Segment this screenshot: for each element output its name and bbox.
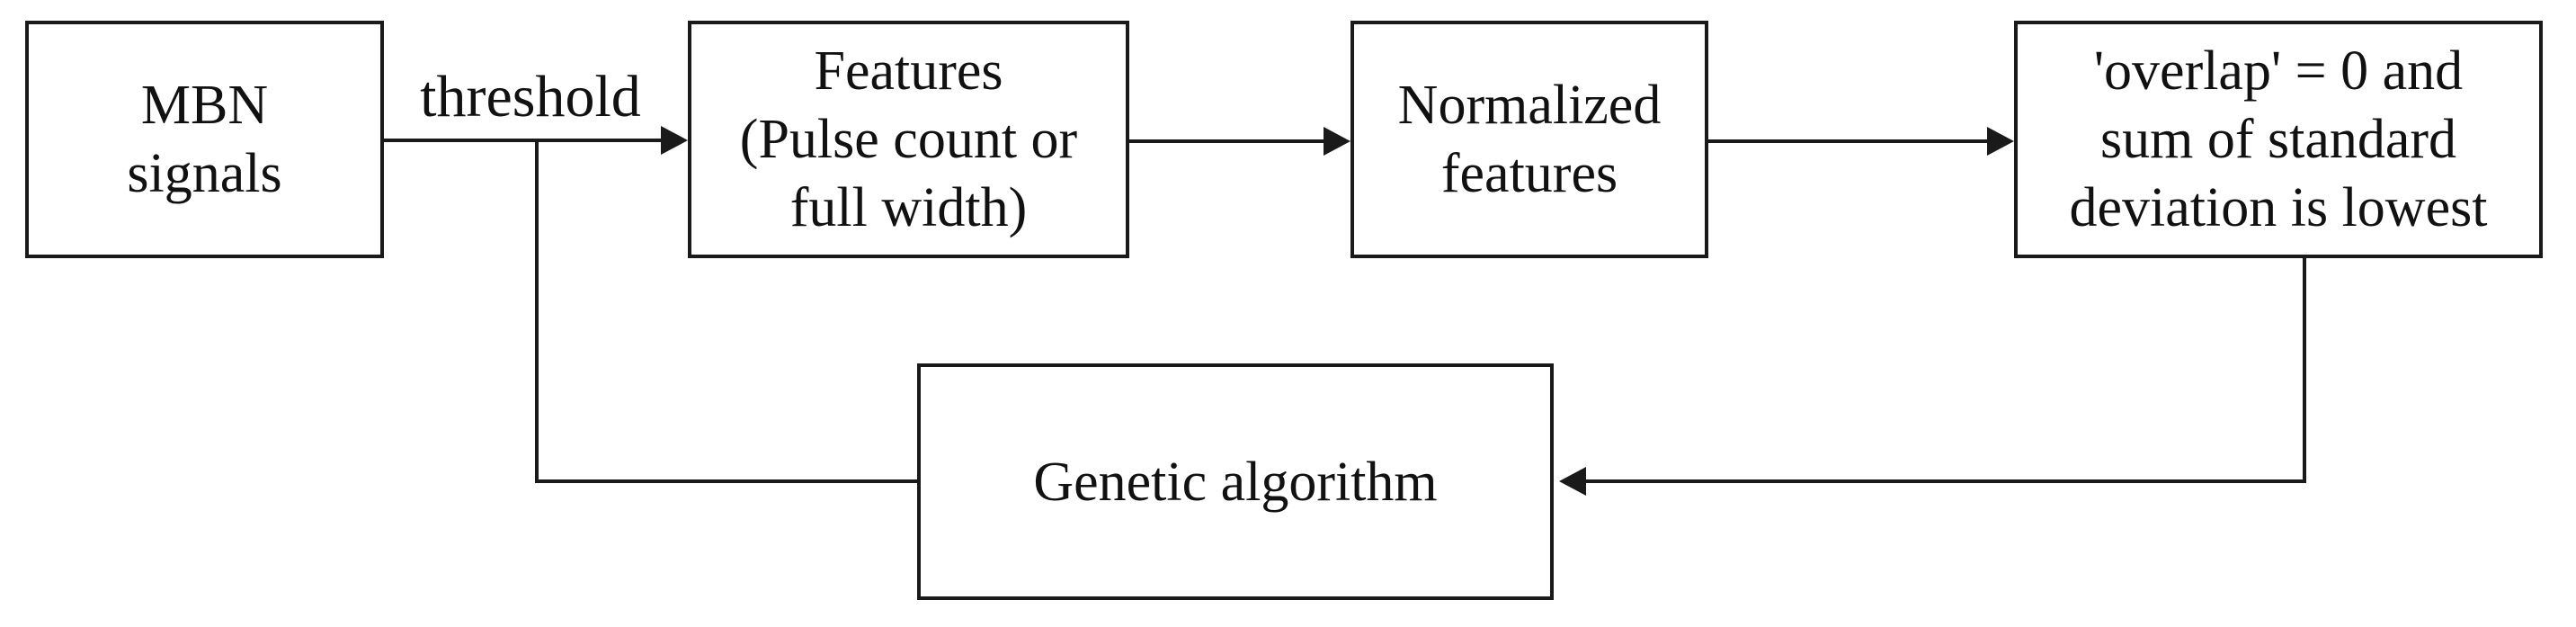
box-genetic-line1: Genetic algorithm — [1033, 451, 1438, 513]
box-normalized-line1: Normalized — [1397, 75, 1662, 136]
box-overlap-criteria: 'overlap' = 0 and sum of standard deviat… — [2014, 21, 2543, 258]
box-criteria-line1: 'overlap' = 0 and — [2093, 40, 2464, 102]
box-mbn-signals: MBN signals — [25, 21, 384, 258]
arrow-line-features-to-normalized — [1129, 139, 1325, 143]
arrow-line-mbn-to-features — [384, 139, 664, 142]
feedback-line-right-horizontal — [1584, 479, 2306, 483]
box-features: Features (Pulse count or full width) — [688, 21, 1129, 258]
arrowhead-into-criteria — [1987, 127, 2014, 156]
arrowhead-into-features — [661, 126, 688, 155]
box-mbn-line1: MBN — [140, 75, 269, 136]
box-features-line2: (Pulse count or — [739, 109, 1078, 170]
box-normalized-line2: features — [1440, 143, 1618, 204]
feedback-line-left-horizontal — [535, 479, 917, 483]
edge-label-threshold: threshold — [420, 64, 641, 130]
feedback-line-right-vertical — [2303, 258, 2306, 481]
box-criteria-line2: sum of standard — [2099, 109, 2457, 170]
box-genetic-algorithm: Genetic algorithm — [917, 363, 1554, 600]
box-normalized-features: Normalized features — [1350, 21, 1708, 258]
arrow-line-normalized-to-criteria — [1708, 139, 1989, 143]
box-criteria-line3: deviation is lowest — [2069, 177, 2488, 238]
box-mbn-line2: signals — [127, 143, 282, 204]
arrowhead-into-genetic — [1559, 467, 1586, 496]
box-features-line1: Features — [814, 40, 1003, 102]
box-features-line3: full width) — [789, 177, 1028, 238]
feedback-line-left-vertical — [535, 140, 539, 481]
arrowhead-into-normalized — [1324, 127, 1350, 156]
